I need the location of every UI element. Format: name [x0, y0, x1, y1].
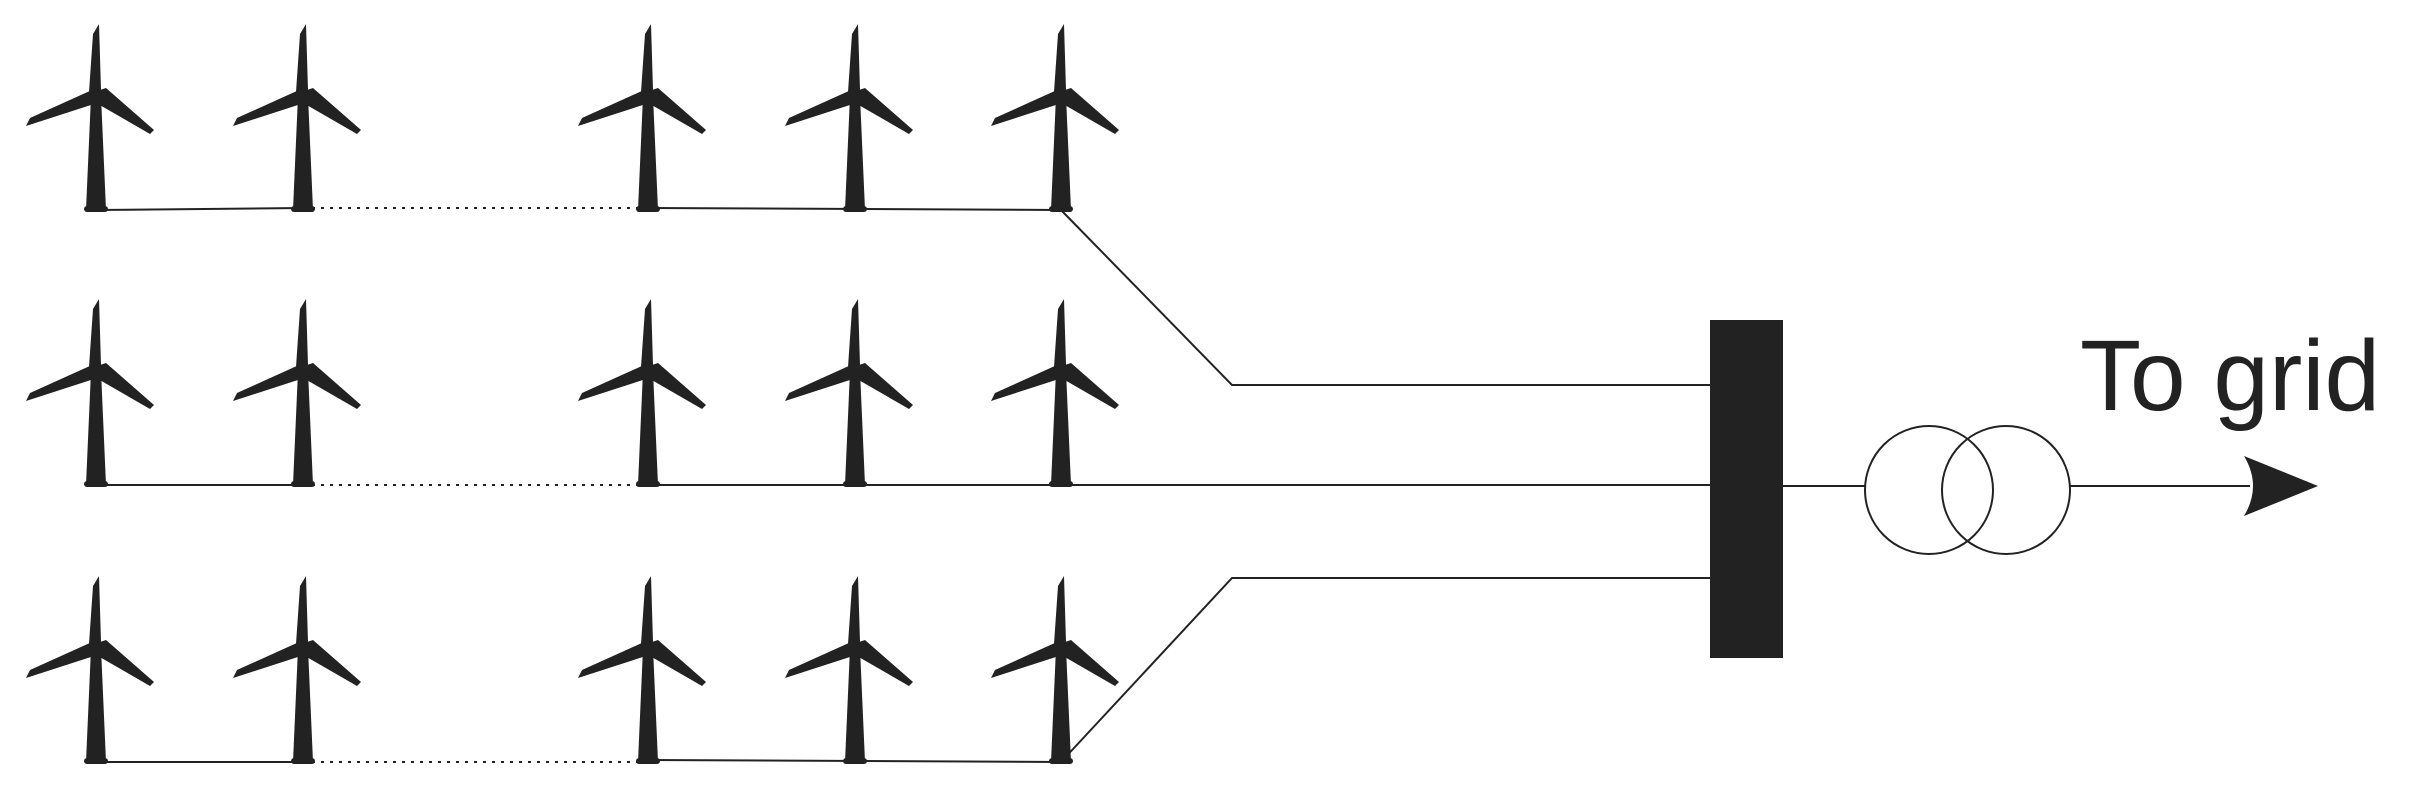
- turbine-row-2: [26, 299, 1119, 487]
- wind-turbine-icon: [578, 576, 706, 764]
- wind-turbine-icon: [991, 299, 1119, 487]
- transformer-icon: [1864, 425, 2071, 555]
- wind-turbine-icon: [785, 299, 913, 487]
- cable-segment: [95, 207, 304, 211]
- wind-turbine-icon: [26, 299, 154, 487]
- wind-turbine-icon: [991, 576, 1119, 764]
- wind-turbine-icon: [233, 24, 361, 212]
- turbine-row-3: [26, 576, 1119, 764]
- feeder-cable-1: [1060, 209, 1710, 386]
- turbine-row-1: [26, 24, 1119, 212]
- wind-turbine-icon: [233, 299, 361, 487]
- wind-turbine-icon: [785, 24, 913, 212]
- feeder-cable-3: [1060, 577, 1710, 763]
- to-grid-label: To grid: [2080, 320, 2380, 432]
- wind-turbine-icon: [26, 576, 154, 764]
- row-1-cables: [95, 207, 1710, 386]
- wind-turbine-icon: [233, 576, 361, 764]
- arrow-right-icon: [2244, 456, 2318, 516]
- wind-turbine-icon: [26, 24, 154, 212]
- wind-turbine-icon: [578, 24, 706, 212]
- wind-turbine-icon: [578, 299, 706, 487]
- wind-turbine-icon: [785, 576, 913, 764]
- busbar: [1710, 320, 1783, 658]
- wind-turbine-icon: [991, 24, 1119, 212]
